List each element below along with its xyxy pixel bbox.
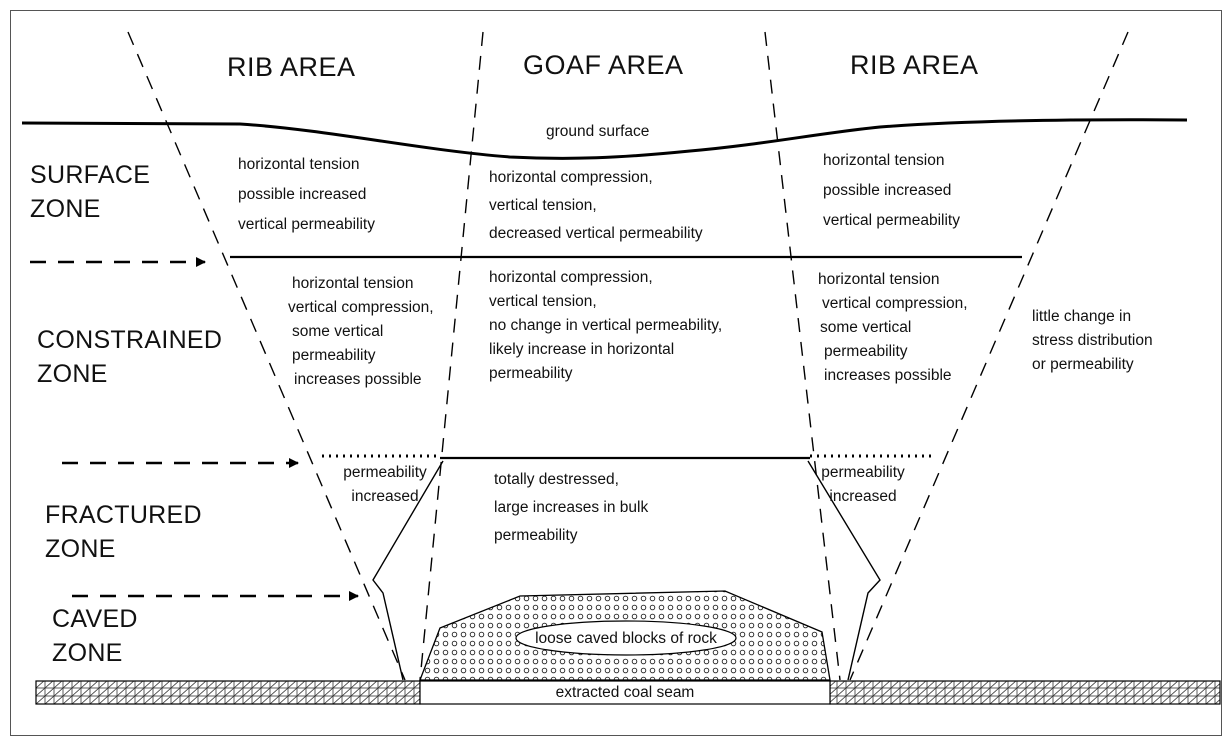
extracted-coal-seam	[419, 680, 831, 705]
ground-surface-line	[21, 118, 1188, 160]
fracture-boundary-left	[372, 460, 444, 681]
coal-seam-right	[829, 680, 1221, 705]
constrained-right-note: horizontal tension vertical compression,…	[818, 271, 968, 384]
surface-center-note: horizontal compression,vertical tension,…	[489, 169, 703, 242]
angle-of-draw-right	[849, 31, 1129, 681]
goaf-boundary-left	[419, 31, 484, 681]
rib-area-right-header: RIB AREA	[850, 50, 979, 80]
fracture-boundary-right	[807, 460, 881, 681]
angle-of-draw-left	[127, 31, 406, 681]
coal-seam-label: extracted coal seam	[555, 684, 695, 701]
constrained-left-note: horizontal tension vertical compression,…	[288, 275, 434, 388]
loose-blocks-label: loose caved blocks of rock	[535, 630, 717, 647]
constrained-center-note: horizontal compression,vertical tension,…	[489, 269, 723, 382]
goaf-area-header: GOAF AREA	[523, 50, 684, 80]
coal-seam-left	[35, 680, 421, 705]
fractured-center-note: totally destressed,large increases in bu…	[494, 471, 649, 544]
loose-blocks-label-bubble	[515, 620, 737, 656]
ground-surface-label: ground surface	[546, 123, 650, 140]
rib-area-left-header: RIB AREA	[227, 52, 356, 82]
